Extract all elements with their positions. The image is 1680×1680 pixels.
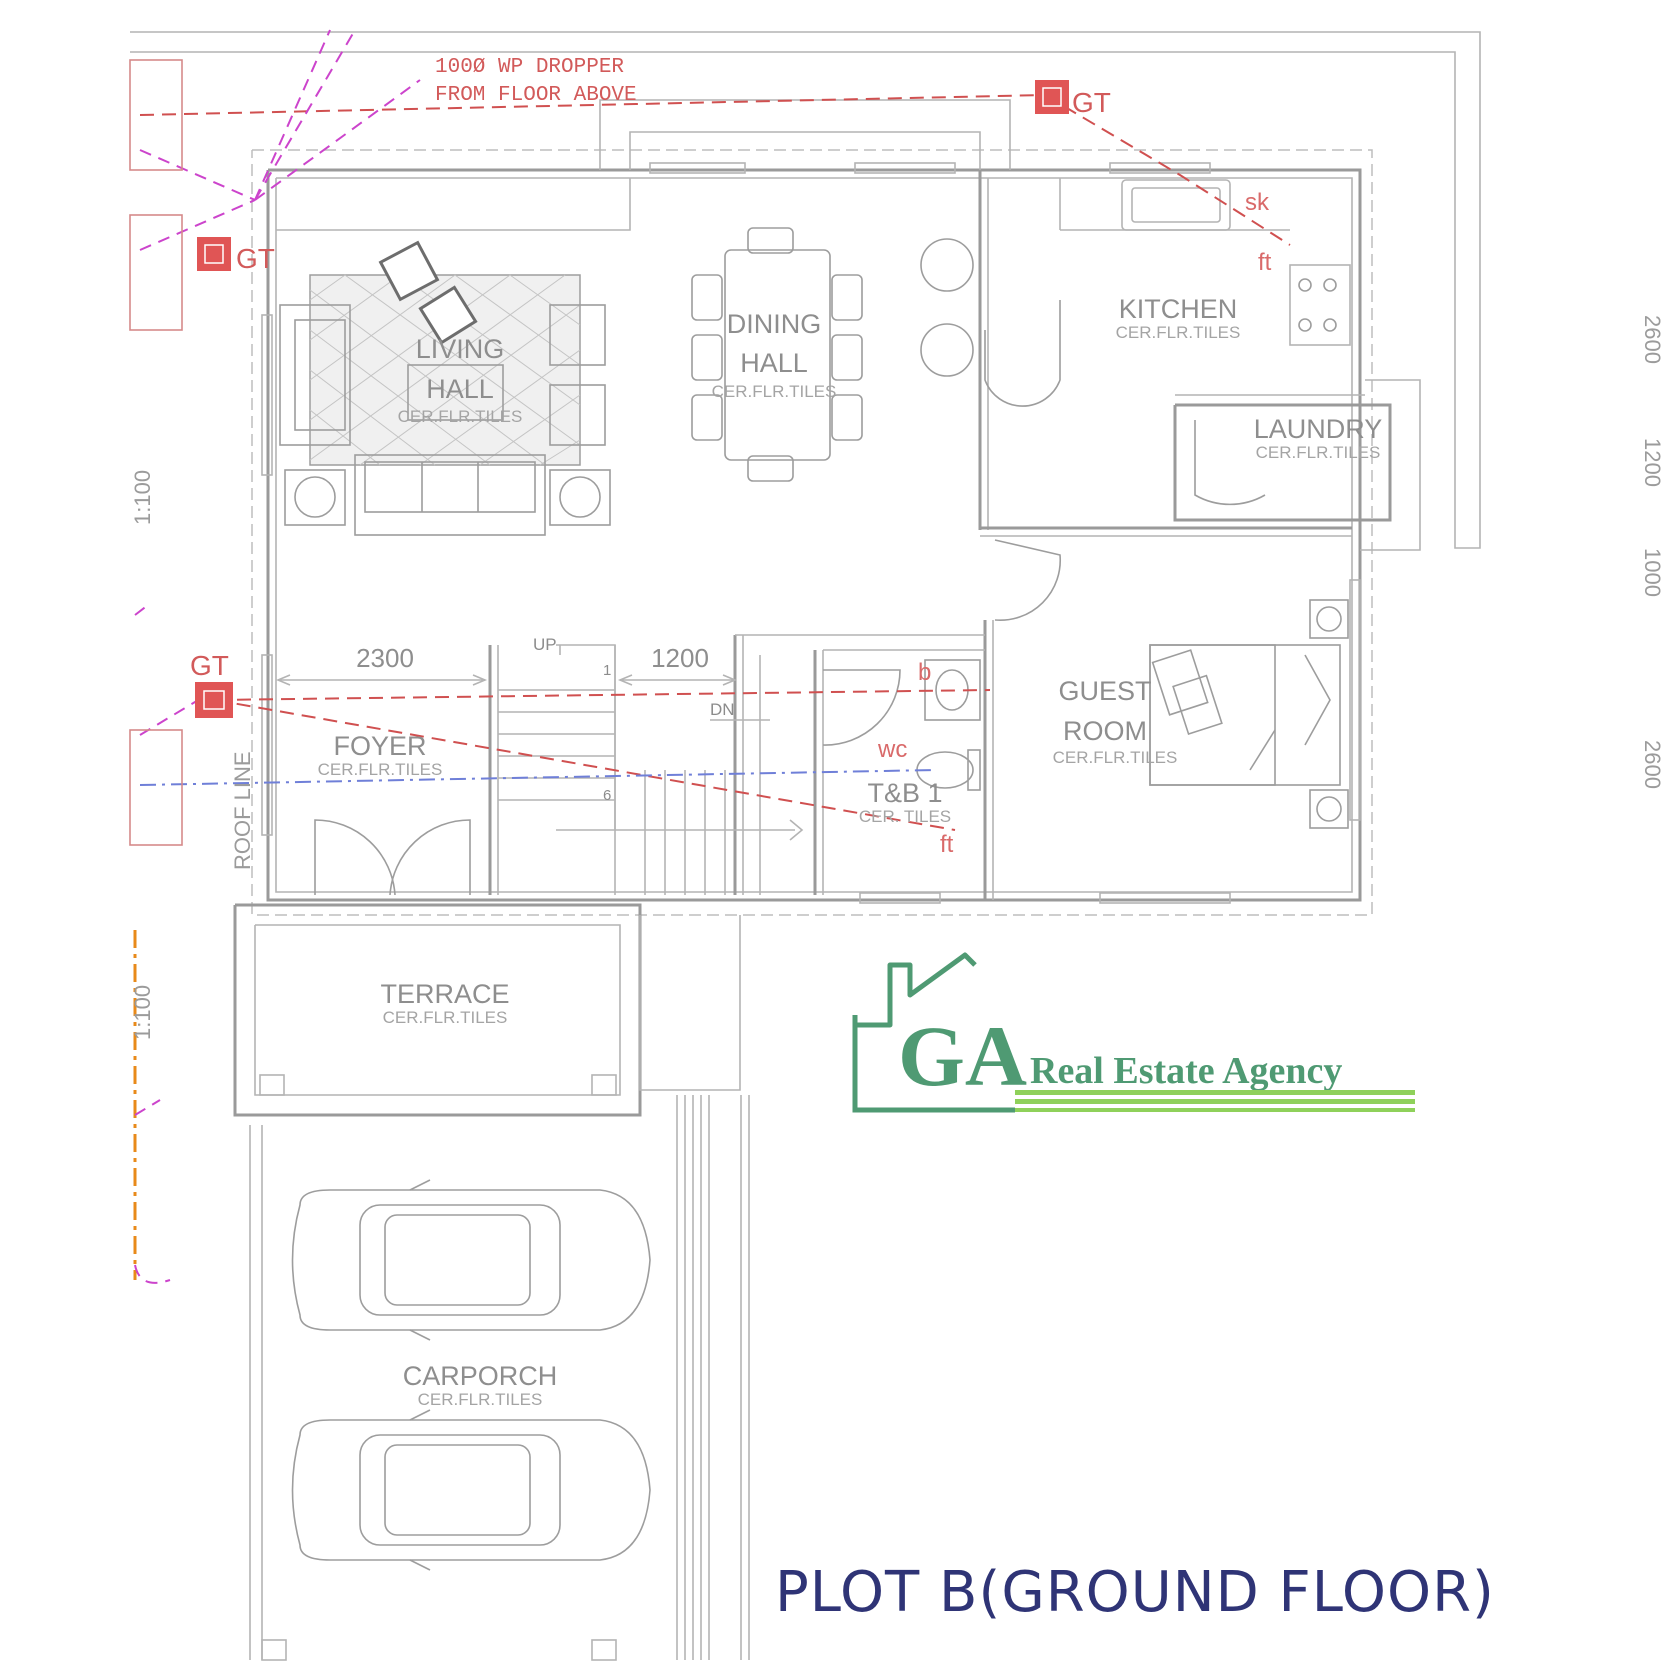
guest-finish: CER.FLR.TILES [1053,748,1178,767]
toilet-finish: CER. TILES [859,807,951,826]
stair-down-label: DN [710,700,735,719]
floor-trap-label-toilet: ft [940,831,954,858]
basin-label: b [918,659,931,686]
plot-boundary [130,31,1481,1661]
right-dim-1: 2600 [1640,315,1665,364]
gully-trap-label-left: GT [236,243,275,274]
living-finish: CER.FLR.TILES [398,407,523,426]
floor-trap-label-kitchen: ft [1258,249,1272,276]
logo-agency-name: Real Estate Agency [1030,1050,1342,1092]
kitchen-finish: CER.FLR.TILES [1116,323,1241,342]
stair-up-label: UP [533,635,557,654]
logo-initials: GA [898,1008,1027,1104]
stair-step-sixth: 6 [603,787,611,804]
dining-label-2: HALL [740,348,808,378]
guest-label-2: ROOM [1063,716,1147,746]
sink-label: sk [1245,189,1270,216]
kitchen-label: KITCHEN [1119,294,1238,324]
living-label-1: LIVING [416,334,505,364]
stair-step-first: 1 [603,662,611,679]
right-dim-3: 1000 [1640,548,1665,597]
dropper-label-line2: FROM FLOOR ABOVE [435,84,637,107]
car-bottom [291,1409,651,1571]
dimension-stair: 1200 [651,643,709,673]
dining-finish: CER.FLR.TILES [712,382,837,401]
downpipe-boxes [129,59,183,846]
living-furniture [279,240,611,536]
page-title: PLOT B(GROUND FLOOR) [775,1560,1495,1625]
dropper-label-line1: 100Ø WP DROPPER [435,56,624,79]
dining-furniture [691,227,1061,482]
terrace-finish: CER.FLR.TILES [383,1008,508,1027]
car-top [291,1179,651,1341]
guest-room-furniture [1149,599,1349,829]
plumbing-lines [133,29,1291,1284]
slope-label-bottom: 1:100 [130,985,155,1040]
gully-trap-top-right [1035,80,1069,114]
laundry-finish: CER.FLR.TILES [1256,443,1381,462]
agency-logo: GA Real Estate Agency [852,952,1415,1113]
guest-label-1: GUEST [1058,676,1151,706]
terrace-outline [233,903,741,1117]
carporch-finish: CER.FLR.TILES [418,1390,543,1409]
roof-line-label: ROOF LINE [230,751,255,870]
staircase [498,645,804,895]
wc-label: wc [877,736,907,763]
dimension-foyer: 2300 [356,643,414,673]
dining-label-1: DINING [727,309,822,339]
terrace-label: TERRACE [380,979,509,1009]
toilet-label: T&B 1 [867,778,942,808]
right-dim-4: 2600 [1640,740,1665,789]
laundry-label: LAUNDRY [1254,414,1383,444]
living-label-2: HALL [426,374,494,404]
carporch-label: CARPORCH [403,1361,558,1391]
gully-trap-left [197,237,231,271]
right-dim-2: 1200 [1640,438,1665,487]
foyer-label: FOYER [333,731,426,761]
foyer-doors [314,819,471,896]
kitchen-fixtures [994,179,1351,622]
gully-trap-label-foyer: GT [190,650,229,681]
toilet-fixtures [822,659,981,791]
gully-trap-label-top: GT [1072,87,1111,118]
gully-trap-foyer [195,682,233,718]
foyer-finish: CER.FLR.TILES [318,760,443,779]
house-walls [251,99,1421,916]
slope-label-top: 1:100 [130,470,155,525]
dimension-lines [275,674,770,721]
